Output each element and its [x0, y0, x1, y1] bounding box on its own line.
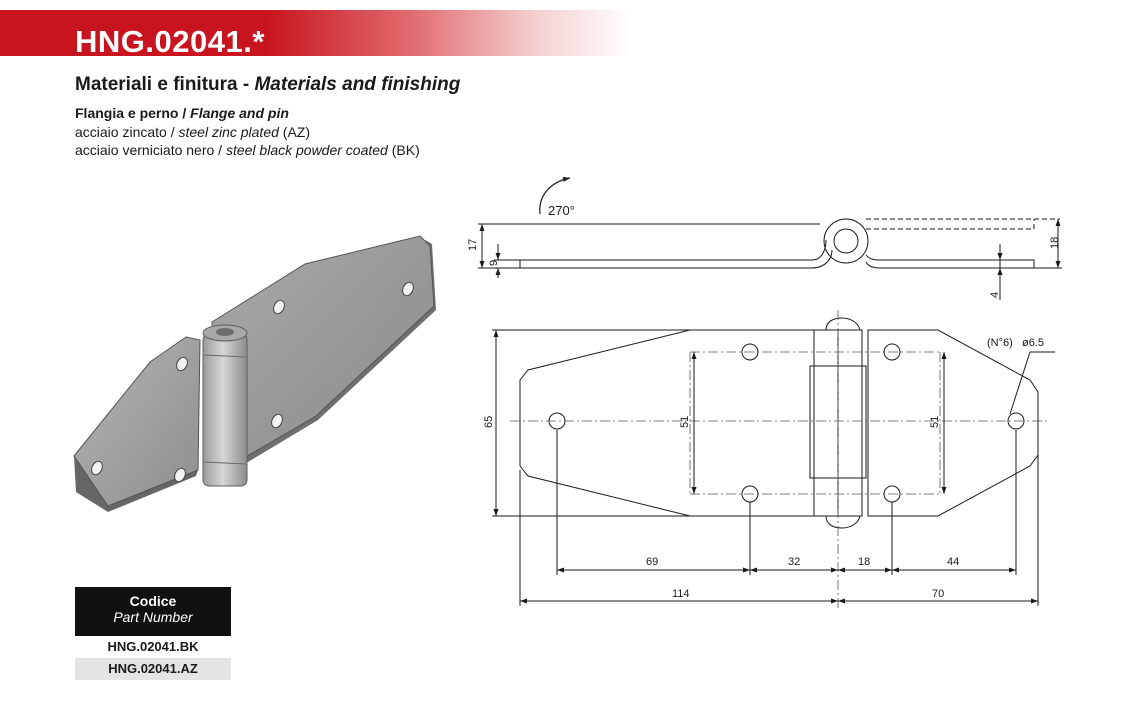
flange-pin-subheading: Flangia e perno / Flange and pin	[75, 105, 289, 121]
title-banner: HNG.02041.*	[0, 10, 630, 59]
part-number-header: Codice Part Number	[75, 587, 231, 636]
dim-18: 18	[858, 556, 870, 568]
dim-height-65: 65	[483, 416, 495, 428]
dim-side-4: 4	[989, 292, 1001, 298]
part-number-table: Codice Part Number HNG.02041.BK HNG.0204…	[75, 587, 231, 680]
finish-black-line: acciaio verniciato nero / steel black po…	[75, 142, 420, 158]
dim-side-17: 17	[467, 239, 479, 251]
part-number-row: HNG.02041.BK	[107, 639, 199, 654]
dim-114: 114	[672, 588, 690, 600]
hinge-side-view: 270°	[478, 176, 1062, 300]
dim-70: 70	[932, 588, 944, 600]
dim-hole-spacing-left: 51	[679, 416, 691, 428]
rotation-label: 270°	[548, 203, 575, 218]
hinge-plan-view	[492, 310, 1055, 610]
hinge-left-flange	[73, 336, 201, 507]
dim-side-18: 18	[1049, 237, 1061, 249]
hole-count-label: (N°6)	[987, 337, 1013, 349]
dim-69: 69	[646, 556, 658, 568]
dim-32: 32	[788, 556, 800, 568]
materials-heading: Materiali e finitura - Materials and fin…	[75, 74, 461, 95]
hole-diameter-label: ø6.5	[1022, 337, 1044, 349]
part-number-row: HNG.02041.AZ	[75, 658, 231, 680]
dim-side-9: 9	[488, 260, 500, 266]
rotation-arrow-icon	[539, 176, 571, 215]
dim-44: 44	[947, 556, 959, 568]
dim-hole-spacing-right: 51	[929, 416, 941, 428]
hinge-3d-render	[73, 235, 436, 512]
product-title: HNG.02041.*	[75, 24, 265, 59]
finish-zinc-line: acciaio zincato / steel zinc plated (AZ)	[75, 124, 311, 140]
